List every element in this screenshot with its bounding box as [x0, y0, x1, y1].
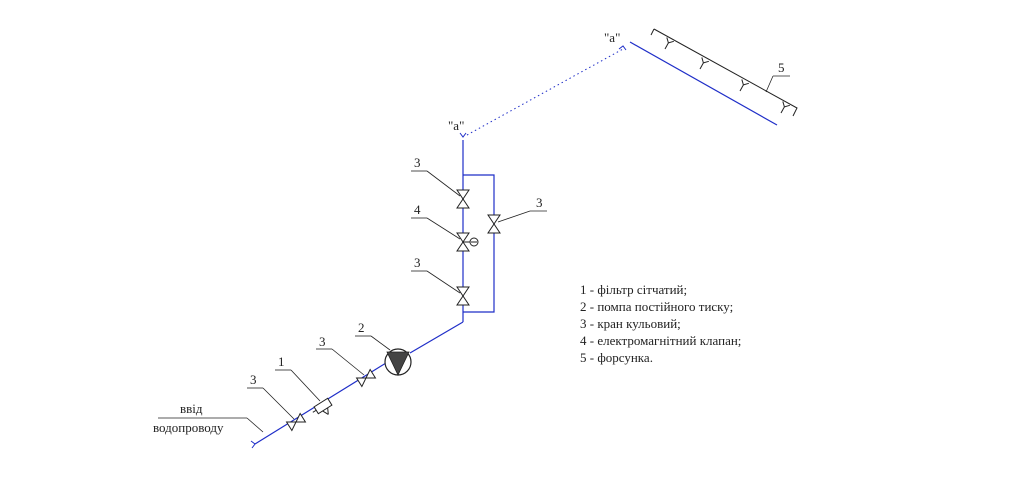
pipe-network	[254, 41, 778, 445]
mesh-filter	[312, 397, 333, 415]
break-label-bottom: "а"	[448, 118, 464, 133]
callout-valve-riser-bottom: 3	[411, 255, 461, 294]
callout-nozzles-number: 5	[778, 60, 785, 75]
callout-valve-before-pump: 3	[316, 334, 365, 376]
inlet-label-line2: водопроводу	[153, 420, 224, 435]
continuation-dotted-line	[466, 48, 624, 136]
nozzles	[664, 37, 790, 114]
callout-valve-riser-top-leader	[426, 170, 461, 197]
nozzle-2	[699, 57, 709, 70]
ball-valve-before-pump	[355, 368, 377, 388]
nozzle-3	[739, 79, 749, 92]
inlet-label-group: ввід водопроводу	[153, 401, 264, 435]
pipe-end-marks	[250, 45, 627, 449]
callout-valve-before-pump-number: 3	[319, 334, 326, 349]
callout-solenoid-number: 4	[414, 202, 421, 217]
callout-valve-inlet-leader	[262, 387, 295, 420]
inlet-label-line1: ввід	[180, 401, 203, 416]
callout-filter-leader	[290, 369, 321, 402]
ball-valve-inlet	[285, 412, 307, 432]
nozzle-header-pipe	[629, 41, 778, 126]
callout-solenoid-leader	[426, 217, 461, 240]
legend-item-ball-valve: 3 - кран кульовий;	[580, 316, 681, 331]
nozzle-4	[780, 101, 790, 114]
callout-nozzles: 5	[765, 60, 790, 93]
inlet-leader	[246, 417, 264, 433]
callout-valve-before-pump-leader	[331, 348, 365, 376]
inlet-end-mark	[250, 440, 256, 449]
break-label-top: "а"	[604, 30, 620, 45]
callout-valve-inlet-number: 3	[250, 372, 257, 387]
callout-solenoid: 4	[411, 202, 461, 240]
callout-filter-number: 1	[278, 354, 285, 369]
callout-valve-bypass-leader	[497, 210, 531, 223]
pump-outlet-pipe	[409, 321, 464, 354]
ball-valve-bypass	[487, 214, 501, 234]
nozzle-boundary	[650, 28, 798, 117]
callout-valve-riser-bottom-number: 3	[414, 255, 421, 270]
header-end-mark	[618, 45, 627, 51]
nozzle-1	[664, 37, 674, 50]
callout-filter: 1	[275, 354, 321, 402]
legend-item-filter: 1 - фільтр сітчатий;	[580, 282, 688, 297]
legend-item-solenoid-valve: 4 - електромагнітний клапан;	[580, 333, 742, 348]
solenoid-valve	[456, 232, 479, 252]
callout-valve-bypass-number: 3	[536, 195, 543, 210]
bypass-pipe	[463, 174, 495, 313]
callout-pump-leader	[370, 335, 391, 351]
callout-valve-riser-top: 3	[411, 155, 461, 197]
pressure-pump	[384, 348, 412, 376]
riser-end-mark	[459, 132, 467, 138]
callout-valve-inlet: 3	[247, 372, 295, 420]
legend-item-pump: 2 - помпа постійного тиску;	[580, 299, 734, 314]
callout-nozzles-leader	[765, 75, 774, 93]
ball-valve-riser-top	[456, 189, 470, 209]
callout-valve-bypass: 3	[497, 195, 547, 223]
callout-valve-riser-top-number: 3	[414, 155, 421, 170]
pump-triangle-icon	[386, 351, 410, 376]
legend: 1 - фільтр сітчатий; 2 - помпа постійног…	[580, 281, 741, 366]
callout-pump: 2	[355, 320, 391, 351]
ball-valve-riser-bottom	[456, 286, 470, 306]
legend-item-nozzle: 5 - форсунка.	[580, 350, 653, 365]
callout-valve-riser-bottom-leader	[426, 270, 461, 294]
callout-pump-number: 2	[358, 320, 365, 335]
